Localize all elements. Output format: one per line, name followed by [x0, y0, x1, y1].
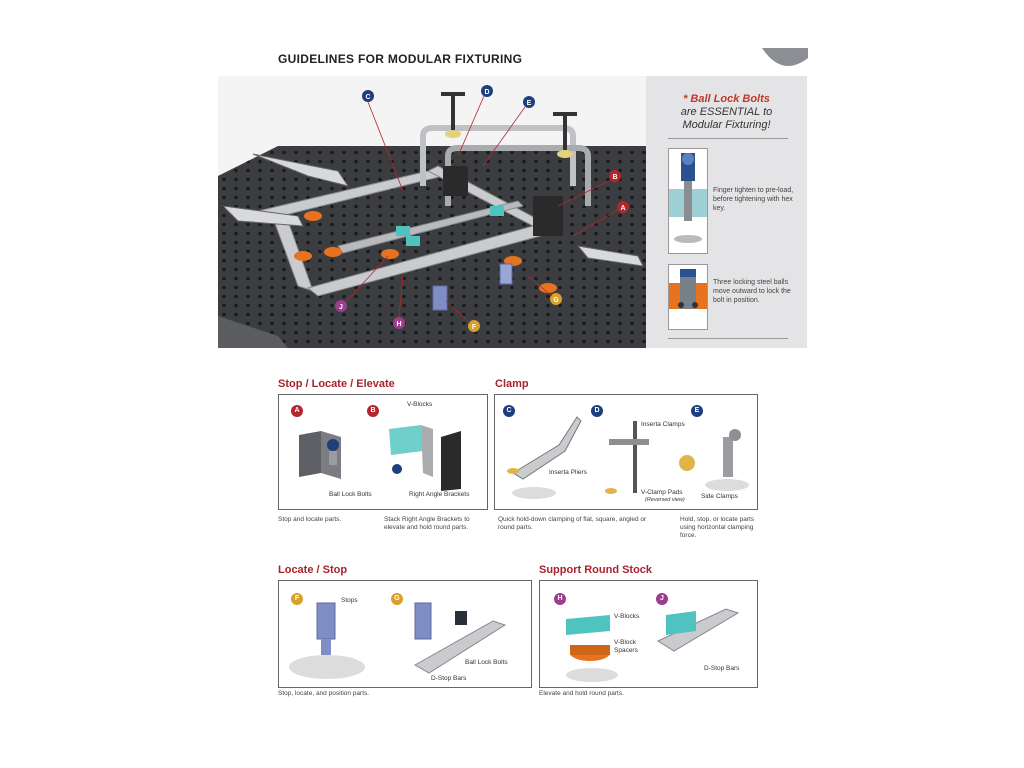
clamp-parts-art [507, 416, 749, 499]
label-ball-lock-bolts-2: Ball Lock Bolts [465, 659, 508, 666]
clamp-panel: C D E Inserta Pliers Inserta Clamps V-Cl… [494, 394, 758, 510]
sidebar-divider [668, 138, 788, 139]
ball-lock-bolt-image [668, 148, 708, 254]
section-heading-locate-stop: Locate / Stop [278, 564, 348, 576]
page-title: GUIDELINES FOR MODULAR FIXTURING [278, 52, 523, 66]
label-d-stop-bars: D-Stop Bars [431, 675, 467, 682]
locate-stop-parts-art [289, 602, 507, 679]
section-heading-stop-locate-elevate: Stop / Locate / Elevate [278, 378, 395, 390]
badge-j: J [656, 593, 668, 605]
badge-e: E [691, 405, 703, 417]
caption-quick-clamping: Quick hold-down clamping of flat, square… [498, 516, 647, 531]
stop-locate-parts-art [299, 425, 461, 491]
badge-h: H [554, 593, 566, 605]
badge-b: B [367, 405, 379, 417]
label-v-blocks: V-Blocks [407, 401, 433, 408]
label-v-block-spacers: V-Block Spacers [614, 639, 638, 654]
label-inserta-clamps: Inserta Clamps [641, 421, 685, 428]
svg-text:H: H [396, 321, 401, 328]
locate-stop-panel: F G Stops Ball Lock Bolts D-Stop Bars [278, 580, 532, 688]
ball-lock-sidebar: * Ball Lock Bolts are ESSENTIAL to Modul… [646, 76, 807, 348]
label-side-clamps: Side Clamps [701, 493, 738, 500]
label-ball-lock-bolts: Ball Lock Bolts [329, 491, 372, 498]
section-heading-support-round-stock: Support Round Stock [539, 564, 653, 576]
sidebar-divider-bottom [668, 338, 788, 339]
caption-horizontal-clamping: Hold, stop, or locate parts using horizo… [680, 516, 755, 539]
label-v-blocks-2: V-Blocks [614, 613, 640, 620]
svg-text:G: G [553, 297, 559, 304]
label-inserta-pliers: Inserta Pliers [549, 469, 587, 476]
sidebar-headline-3: Modular Fixturing! [682, 119, 771, 131]
badge-c: C [503, 405, 515, 417]
svg-text:A: A [620, 205, 625, 212]
support-parts-art [566, 608, 740, 682]
label-v-clamp-pads: V-Clamp Pads [641, 489, 683, 496]
support-round-stock-panel: H J V-Blocks V-Block Spacers D-Stop Bars [539, 580, 758, 688]
svg-text:B: B [612, 174, 617, 181]
label-d-stop-bars-2: D-Stop Bars [704, 665, 740, 672]
badge-a: A [291, 405, 303, 417]
badge-f: F [291, 593, 303, 605]
label-reversed-view: (Reversed view) [645, 497, 685, 503]
locking-balls-image [668, 264, 708, 330]
stop-locate-elevate-panel: A B V-Blocks Ball Lock Bolts Right Angle… [278, 394, 488, 510]
svg-text:C: C [365, 94, 370, 101]
badge-d: D [591, 405, 603, 417]
label-right-angle-brackets: Right Angle Brackets [409, 491, 470, 498]
svg-text:J: J [339, 304, 343, 311]
caption-stop-locate: Stop and locate parts. [278, 516, 342, 523]
sidebar-headline-1: * Ball Lock Bolts [683, 93, 770, 105]
caption-stack-brackets: Stack Right Angle Brackets to elevate an… [384, 516, 470, 531]
fixture-table-illustration: C D E B A G F H J [218, 76, 646, 348]
caption-support-round: Elevate and hold round parts. [539, 690, 624, 697]
badge-g: G [391, 593, 403, 605]
svg-text:F: F [472, 324, 477, 331]
sidebar-note-1: Finger tighten to pre-load, before tight… [713, 187, 794, 212]
sidebar-headline-2: are ESSENTIAL to [680, 106, 773, 118]
label-stops: Stops [341, 597, 358, 604]
corner-tab [762, 48, 808, 66]
caption-locate-stop: Stop, locate, and position parts. [278, 690, 370, 697]
section-heading-clamp: Clamp [495, 378, 529, 390]
svg-text:E: E [527, 100, 532, 107]
svg-text:D: D [484, 89, 489, 96]
sidebar-note-2: Three locking steel balls move outward t… [713, 279, 791, 304]
